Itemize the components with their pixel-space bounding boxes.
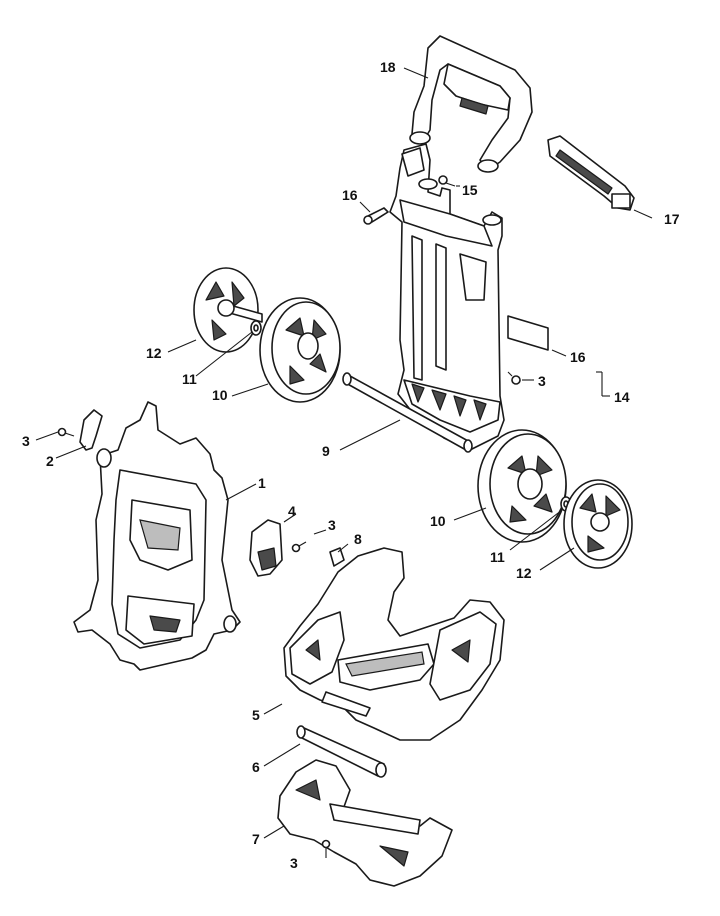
part-12-hubcap-right: [563, 479, 633, 569]
callout-9: 9: [322, 443, 330, 459]
part-17-pin: [363, 207, 389, 225]
callout-labels: 18 17 15 16 16 14 3 9 12 11 10 3 2 1 4 3…: [22, 59, 680, 871]
part-6-tube: [296, 725, 387, 778]
callout-13: 14: [614, 389, 630, 405]
part-7-foot: [277, 759, 453, 887]
callout-11-right: 11: [490, 549, 505, 565]
part-3-screw-right: [507, 371, 521, 385]
part-4-cover: [249, 519, 283, 577]
part-1-housing: [73, 401, 241, 671]
callout-5: 5: [252, 707, 260, 723]
callout-4: 4: [288, 503, 296, 519]
part-10-wheel-right: [477, 429, 567, 543]
part-8-clip: [329, 547, 345, 567]
part-3-screw-left: [57, 427, 75, 437]
callout-12-right: 12: [516, 565, 532, 581]
callout-11-left: 11: [182, 371, 197, 387]
part-3-screw-bottom: [321, 839, 331, 858]
callout-18: 15: [462, 182, 478, 198]
part-3-screw-middle: [291, 541, 307, 553]
callout-7: 7: [252, 831, 260, 847]
callout-16: 18: [380, 59, 396, 75]
part-9-axle: [342, 372, 473, 453]
callout-6: 6: [252, 759, 260, 775]
part-12-hubcap-left: [193, 267, 263, 353]
part-16-handle: [409, 35, 533, 173]
callout-17: 16: [342, 187, 358, 203]
part-11-washer-left: [250, 320, 262, 336]
callout-3-right: 3: [538, 373, 546, 389]
callout-3-left: 3: [22, 433, 30, 449]
part-5-base: [283, 547, 505, 741]
callout-10-left: 10: [212, 387, 228, 403]
part-10-wheel-left: [259, 297, 341, 403]
part-18-screw: [438, 175, 456, 187]
callout-3-bottom: 3: [290, 855, 298, 871]
part-2-lever: [79, 409, 103, 451]
callout-12-left: 12: [146, 345, 162, 361]
part-13-frame: [389, 143, 505, 451]
callout-8: 8: [354, 531, 362, 547]
callout-1: 1: [258, 475, 266, 491]
callout-10-right: 10: [430, 513, 446, 529]
callout-14: 16: [570, 349, 586, 365]
part-14-label: [507, 315, 549, 351]
part-15-clip: [547, 135, 635, 211]
callout-3-middle: 3: [328, 517, 336, 533]
callout-15: 17: [664, 211, 680, 227]
leader-lines: [35, 67, 653, 839]
callout-2: 2: [46, 453, 54, 469]
